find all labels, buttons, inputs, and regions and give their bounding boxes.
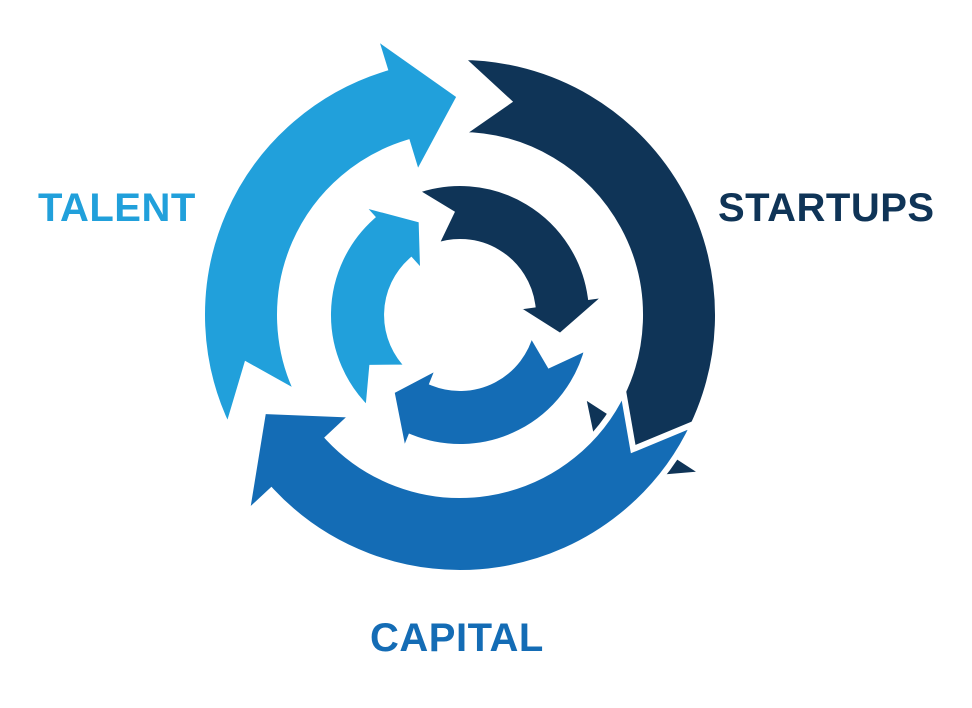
inner-startups-arrow (407, 180, 619, 341)
inner-ring (325, 180, 619, 465)
capital-label: CAPITAL (370, 616, 544, 660)
inner-capital-arrow (388, 324, 593, 465)
outer-capital-arrow (242, 381, 700, 577)
talent-label: TALENT (38, 186, 196, 230)
inner-talent-arrow (325, 197, 427, 417)
outer-ring (199, 28, 721, 577)
outer-talent-arrow (199, 28, 464, 437)
startups-label: STARTUPS (718, 186, 935, 230)
